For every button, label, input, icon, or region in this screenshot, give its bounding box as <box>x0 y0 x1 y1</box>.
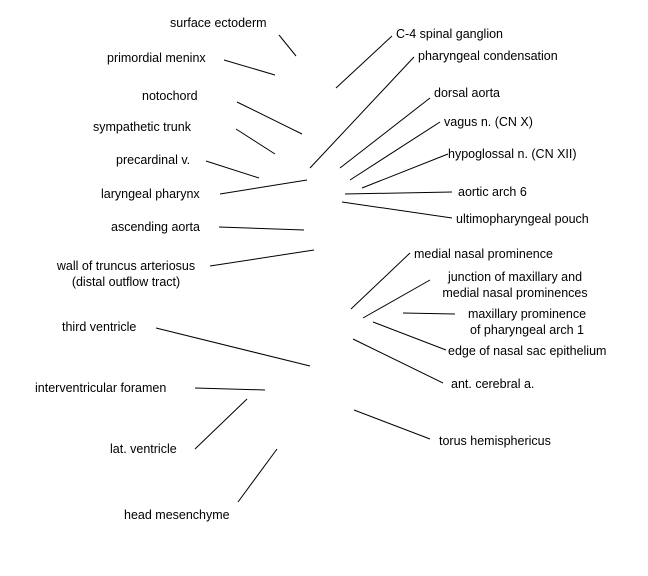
leader-line-surface-ectoderm <box>278 34 297 57</box>
label-junction-line1: junction of maxillary and <box>447 270 583 284</box>
label-hypoglossal-n: hypoglossal n. (CN XII) <box>448 147 577 161</box>
leader-line-pharyngeal-condensation <box>309 56 415 169</box>
label-wall-truncus-line1: wall of truncus arteriosus <box>56 259 196 273</box>
label-maxillary-line2: of pharyngeal arch 1 <box>470 323 584 337</box>
label-sympathetic-trunk: sympathetic trunk <box>93 120 191 134</box>
label-maxillary-prominence: maxillary prominence of pharyngeal arch … <box>452 306 602 338</box>
label-maxillary-line1: maxillary prominence <box>467 307 587 321</box>
leader-line-hypoglossal-n <box>361 153 449 189</box>
leader-line-c4-spinal-ganglion <box>335 35 393 89</box>
leader-line-head-mesenchyme <box>237 448 278 503</box>
leader-line-lat-ventricle <box>194 398 248 450</box>
leader-line-ultimopharyngeal-pouch <box>341 201 453 219</box>
label-interventricular-foramen: interventricular foramen <box>35 381 167 395</box>
label-precardinal-v: precardinal v. <box>116 153 191 167</box>
leader-line-primordial-meninx <box>223 59 276 76</box>
label-primordial-meninx: primordial meninx <box>107 51 206 65</box>
leader-line-ascending-aorta <box>218 226 305 231</box>
label-pharyngeal-condensation: pharyngeal condensation <box>418 49 558 63</box>
leader-line-third-ventricle <box>155 327 311 367</box>
label-surface-ectoderm: surface ectoderm <box>170 16 267 30</box>
label-laryngeal-pharynx: laryngeal pharynx <box>101 187 200 201</box>
leader-line-medial-nasal-prominence <box>350 252 411 310</box>
label-wall-truncus-line2: (distal outflow tract) <box>71 275 181 289</box>
label-lat-ventricle: lat. ventricle <box>110 442 177 456</box>
label-junction-maxillary-medial-nasal: junction of maxillary and medial nasal p… <box>428 269 602 301</box>
label-head-mesenchyme: head mesenchyme <box>124 508 230 522</box>
leader-line-interventricular-foramen <box>194 387 266 391</box>
label-edge-nasal-sac-epithelium: edge of nasal sac epithelium <box>448 344 607 358</box>
label-ascending-aorta: ascending aorta <box>111 220 200 234</box>
label-dorsal-aorta: dorsal aorta <box>434 86 501 100</box>
leader-line-precardinal-v <box>205 160 260 179</box>
leader-line-laryngeal-pharynx <box>219 179 308 195</box>
leader-line-dorsal-aorta <box>339 97 431 169</box>
label-ultimopharyngeal-pouch: ultimopharyngeal pouch <box>456 212 589 226</box>
leader-line-notochord <box>236 101 303 135</box>
leader-line-vagus-n <box>349 121 441 181</box>
leader-line-ant-cerebral-a <box>352 338 444 384</box>
label-notochord: notochord <box>142 89 198 103</box>
leader-line-sympathetic-trunk <box>235 128 276 155</box>
leader-line-maxillary-prominence <box>402 312 456 315</box>
label-vagus-n: vagus n. (CN X) <box>444 115 533 129</box>
label-ant-cerebral-a: ant. cerebral a. <box>451 377 535 391</box>
label-wall-truncus-arteriosus: wall of truncus arteriosus (distal outfl… <box>42 258 210 290</box>
leader-line-aortic-arch-6 <box>344 191 453 195</box>
label-third-ventricle: third ventricle <box>62 320 137 334</box>
leader-line-junction-maxillary <box>362 279 431 319</box>
leader-line-edge-nasal-sac <box>372 321 447 351</box>
label-aortic-arch-6: aortic arch 6 <box>458 185 527 199</box>
leader-line-wall-truncus <box>209 249 315 267</box>
leader-line-torus-hemisphericus <box>353 409 431 440</box>
label-c4-spinal-ganglion: C-4 spinal ganglion <box>396 27 504 41</box>
label-torus-hemisphericus: torus hemisphericus <box>439 434 551 448</box>
label-junction-line2: medial nasal prominences <box>442 286 588 300</box>
label-medial-nasal-prominence: medial nasal prominence <box>414 247 553 261</box>
